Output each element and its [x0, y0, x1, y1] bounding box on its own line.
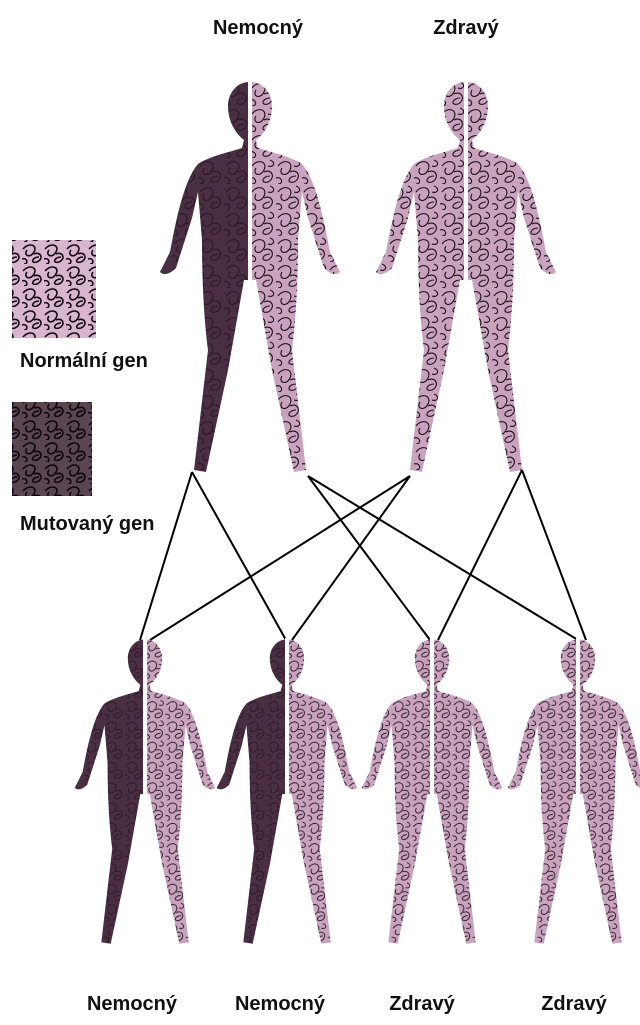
- legend-swatch-normal: [12, 240, 96, 338]
- connector-line: [522, 470, 586, 640]
- legend-swatch-mutated: [12, 402, 92, 496]
- parent-figure-affected: [160, 80, 340, 472]
- connector-line: [292, 476, 410, 640]
- child-figure-1: [75, 638, 215, 944]
- parent-label: Nemocný: [213, 17, 304, 39]
- connector-line: [308, 476, 430, 640]
- child-label: Nemocný: [235, 993, 326, 1015]
- child-figure-2: [217, 638, 357, 944]
- connector-line: [438, 470, 522, 640]
- child-label: Zdravý: [541, 993, 607, 1015]
- connector-line: [150, 476, 410, 640]
- connector-line: [140, 472, 192, 640]
- child-figure-4: [508, 638, 640, 944]
- connector-line: [192, 472, 286, 640]
- legend-label-mutated: Mutovaný gen: [20, 513, 154, 535]
- child-label: Zdravý: [389, 993, 455, 1015]
- connector-lines: [140, 470, 586, 640]
- connector-line: [308, 476, 578, 640]
- parent-figure-healthy: [376, 80, 556, 472]
- parent-label: Zdravý: [433, 17, 499, 39]
- legend-label-normal: Normální gen: [20, 350, 148, 372]
- child-label: Nemocný: [87, 993, 178, 1015]
- child-figure-3: [362, 638, 502, 944]
